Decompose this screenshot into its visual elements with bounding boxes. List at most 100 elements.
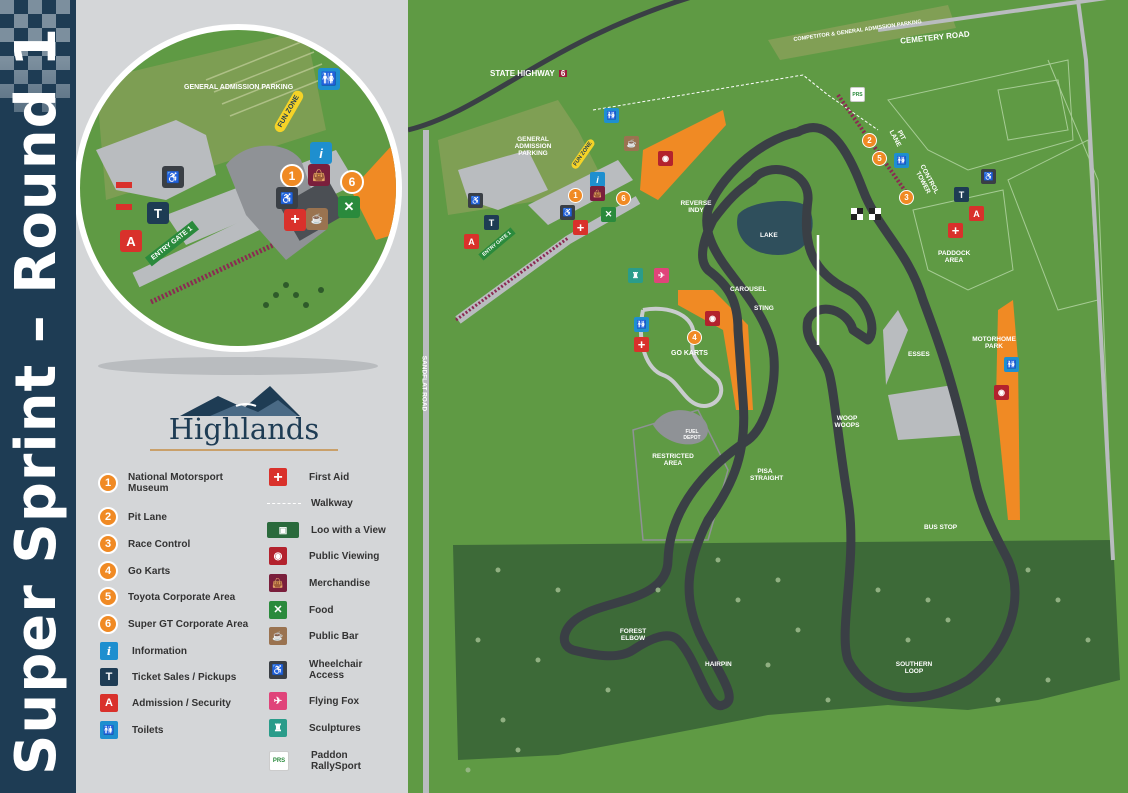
legend-label: Information bbox=[132, 645, 187, 657]
sculptures-icon[interactable]: ♜ bbox=[628, 268, 643, 283]
race-control-marker[interactable]: 3 bbox=[899, 190, 914, 205]
legend-item-public-viewing: ◉ Public Viewing bbox=[269, 547, 379, 565]
legend-label: Pit Lane bbox=[128, 511, 167, 523]
legend-label: Sculptures bbox=[309, 722, 361, 734]
go-karts-number-icon: 4 bbox=[98, 561, 118, 581]
map-graphic bbox=[408, 0, 1120, 793]
motorhome-park-label: MOTORHOME PARK bbox=[972, 336, 1016, 350]
public-viewing-icon-3[interactable]: ◉ bbox=[994, 385, 1009, 400]
flying-fox-icon: ✈ bbox=[269, 692, 287, 710]
legend-label: Merchandise bbox=[309, 577, 371, 589]
legend-item-ticket: T Ticket Sales / Pickups bbox=[100, 668, 236, 686]
toilets-icon[interactable]: 🚻 bbox=[604, 108, 619, 123]
public-viewing-icon-2[interactable]: ◉ bbox=[705, 311, 720, 326]
ticket-icon[interactable]: T bbox=[484, 215, 499, 230]
wheelchair-icon: ♿ bbox=[269, 661, 287, 679]
legend-label: Public Bar bbox=[309, 630, 359, 642]
go-karts-marker[interactable]: 4 bbox=[687, 330, 702, 345]
legend-item-wheelchair: ♿ Wheelchair Access bbox=[269, 659, 389, 681]
legend-label: Wheelchair Access bbox=[309, 659, 363, 681]
legend-item-race-control: 3 Race Control bbox=[98, 534, 190, 554]
legend-label: Race Control bbox=[128, 538, 191, 550]
museum-marker[interactable]: 1 bbox=[568, 188, 583, 203]
ticket-icon-2[interactable]: T bbox=[954, 187, 969, 202]
legend-label: Admission / Security bbox=[132, 697, 231, 709]
sting-label: STING bbox=[754, 305, 774, 312]
admission-icon: A bbox=[100, 694, 118, 712]
zoom-food-icon: ✕ bbox=[338, 196, 360, 218]
wheelchair-icon-2[interactable]: ♿ bbox=[468, 193, 483, 208]
legend-item-toyota: 5 Toyota Corporate Area bbox=[98, 587, 235, 607]
food-icon: ✕ bbox=[269, 601, 287, 619]
zoom-wheelchair-icon-2: ♿ bbox=[162, 166, 184, 188]
legend-item-paddon: PRS Paddon RallySport bbox=[269, 750, 389, 772]
sandflat-road-label: SANDFLAT ROAD bbox=[420, 355, 428, 412]
legend-item-walkway: Walkway bbox=[267, 498, 353, 509]
public-viewing-icon[interactable]: ◉ bbox=[658, 151, 673, 166]
southern-loop-label: SOUTHERN LOOP bbox=[895, 661, 933, 675]
restricted-area-label: RESTRICTED AREA bbox=[652, 453, 694, 467]
flying-fox-icon[interactable]: ✈ bbox=[654, 268, 669, 283]
legend-item-information: i Information bbox=[100, 642, 187, 660]
merchandise-icon[interactable]: 👜 bbox=[590, 186, 605, 201]
race-control-number-icon: 3 bbox=[98, 534, 118, 554]
hairpin-label: HAIRPIN bbox=[705, 661, 732, 668]
first-aid-icon-2[interactable]: + bbox=[634, 337, 649, 352]
carousel-label: CAROUSEL bbox=[730, 286, 767, 293]
wheelchair-icon-3[interactable]: ♿ bbox=[981, 169, 996, 184]
logo-underline bbox=[150, 449, 338, 451]
public-bar-icon[interactable]: ☕ bbox=[624, 136, 639, 151]
zoom-first-aid-icon: + bbox=[284, 209, 306, 231]
legend-item-go-karts: 4 Go Karts bbox=[98, 561, 170, 581]
toilets-icon-4[interactable]: 🚻 bbox=[1004, 357, 1019, 372]
admission-icon-2[interactable]: A bbox=[969, 206, 984, 221]
legend-item-food: ✕ Food bbox=[269, 601, 333, 619]
ticket-icon: T bbox=[100, 668, 118, 686]
public-bar-icon: ☕ bbox=[269, 627, 287, 645]
super-gt-marker[interactable]: 6 bbox=[616, 191, 631, 206]
general-parking-label: GENERAL ADMISSION PARKING bbox=[514, 136, 552, 157]
zoom-inset bbox=[76, 24, 402, 375]
fuel-depot-label: FUEL DEPOT bbox=[683, 429, 701, 441]
legend-label: First Aid bbox=[309, 471, 350, 483]
legend-label: Public Viewing bbox=[309, 550, 380, 562]
legend-label: Super GT Corporate Area bbox=[128, 618, 249, 630]
walkway-icon bbox=[267, 503, 301, 504]
museum-number-icon: 1 bbox=[98, 473, 118, 493]
legend-item-sculptures: ♜ Sculptures bbox=[269, 719, 361, 737]
bus-stop-label: BUS STOP bbox=[924, 524, 958, 531]
checkered-flag-pattern bbox=[0, 0, 76, 200]
legend-label: Toilets bbox=[132, 724, 164, 736]
forest-elbow-label: FOREST ELBOW bbox=[619, 628, 647, 642]
zoom-super-gt-marker[interactable]: 6 bbox=[340, 170, 364, 194]
sculptures-icon: ♜ bbox=[269, 719, 287, 737]
admission-icon[interactable]: A bbox=[464, 234, 479, 249]
food-icon[interactable]: ✕ bbox=[601, 207, 616, 222]
legend-item-toilets: 🚻 Toilets bbox=[100, 721, 163, 739]
legend-item-admission: A Admission / Security bbox=[100, 694, 231, 712]
information-icon[interactable]: i bbox=[590, 172, 605, 187]
state-highway-label: STATE HIGHWAY 6 bbox=[490, 69, 568, 78]
legend-item-pit-lane: 2 Pit Lane bbox=[98, 507, 167, 527]
legend-item-merchandise: 👜 Merchandise bbox=[269, 574, 370, 592]
legend-label: Walkway bbox=[311, 498, 353, 509]
zoom-museum-marker[interactable]: 1 bbox=[280, 164, 304, 188]
zoom-ticket-icon: T bbox=[147, 202, 169, 224]
zoom-merchandise-icon: 👜 bbox=[308, 164, 330, 186]
paddon-icon[interactable]: PRS bbox=[850, 87, 865, 102]
lake-label: LAKE bbox=[760, 232, 778, 239]
pit-lane-marker[interactable]: 2 bbox=[862, 133, 877, 148]
wheelchair-icon[interactable]: ♿ bbox=[560, 205, 575, 220]
toilets-icon-3[interactable]: 🚻 bbox=[894, 153, 909, 168]
page-title: Super Sprint – Round 1 bbox=[4, 26, 69, 775]
first-aid-icon-3[interactable]: + bbox=[948, 223, 963, 238]
pit-lane-number-icon: 2 bbox=[98, 507, 118, 527]
legend-label: Toyota Corporate Area bbox=[128, 591, 236, 603]
first-aid-icon[interactable]: + bbox=[573, 220, 588, 235]
toilets-icon-2[interactable]: 🚻 bbox=[634, 317, 649, 332]
circuit-map[interactable]: STATE HIGHWAY 6 CEMETERY ROAD COMPETITOR… bbox=[408, 0, 1128, 793]
toyota-marker[interactable]: 5 bbox=[872, 151, 887, 166]
legend-label: National Motorsport Museum bbox=[128, 472, 223, 494]
zoom-information-icon: i bbox=[310, 142, 332, 164]
loo-view-icon: ▣ bbox=[267, 522, 299, 538]
